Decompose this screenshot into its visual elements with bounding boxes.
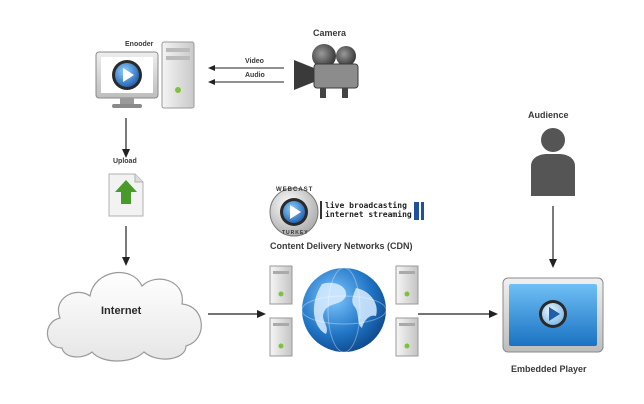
audience-person-icon	[531, 128, 575, 196]
upload-to-internet-arrow	[122, 226, 130, 266]
encoder-computer-icon	[95, 41, 195, 109]
cdn-server-icon	[395, 317, 419, 357]
video-audio-arrows	[208, 65, 284, 85]
cdn-label: Content Delivery Networks (CDN)	[270, 241, 413, 251]
upload-icon	[108, 173, 144, 217]
embedded-player-icon	[502, 277, 604, 353]
audience-label: Audience	[528, 110, 569, 120]
logo-brand-top: WEBCAST	[276, 187, 314, 193]
camera-icon	[294, 44, 359, 98]
logo-blue-bars	[414, 202, 419, 220]
logo-tagline-box: live broadcasting internet streaming	[320, 201, 412, 219]
internet-label: Internet	[101, 305, 142, 317]
cdn-server-icon	[269, 317, 293, 357]
logo-brand-bottom: TURKEY	[282, 230, 309, 236]
embedded-player-label: Embedded Player	[511, 364, 587, 374]
internet-cloud-icon	[46, 271, 202, 362]
video-label: Video	[245, 58, 264, 65]
logo-blue-bar-2	[421, 202, 424, 220]
camera-label: Camera	[313, 28, 347, 38]
encoder-to-upload-arrow	[122, 118, 130, 158]
upload-label: Upload	[113, 158, 137, 165]
audio-label: Audio	[245, 72, 265, 79]
cdn-to-player-arrow	[418, 310, 498, 318]
internet-to-cdn-arrow	[208, 310, 266, 318]
globe-icon	[301, 267, 387, 353]
logo-tagline-line1: live broadcasting	[325, 201, 407, 210]
encoder-node	[92, 40, 200, 112]
webcast-logo: WEBCAST TURKEY live broadcasting interne…	[268, 186, 428, 238]
cdn-server-icon	[395, 265, 419, 305]
cdn-cluster	[269, 265, 419, 357]
webcast-logo-icon	[269, 187, 319, 237]
encoder-label: Enooder	[125, 41, 154, 48]
logo-tagline-line2: internet streaming	[325, 210, 412, 219]
cdn-server-icon	[269, 265, 293, 305]
audience-to-player-arrow	[549, 206, 557, 268]
